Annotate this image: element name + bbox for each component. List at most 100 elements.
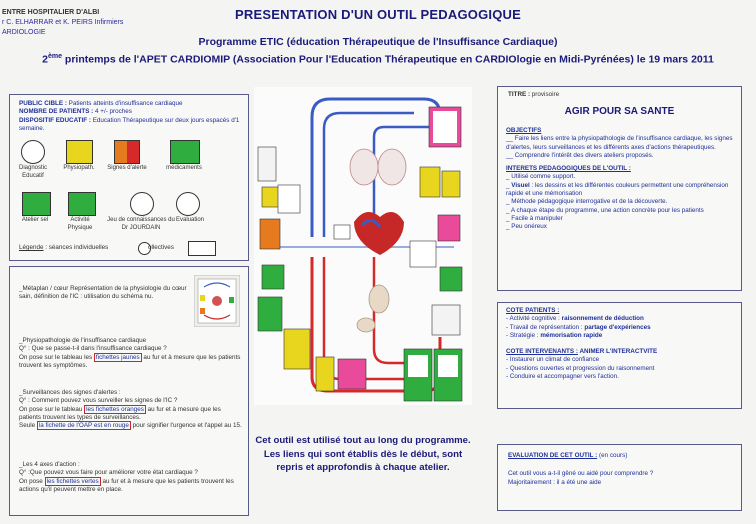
- cote-patients-label: COTE PATIENTS :: [506, 307, 560, 314]
- label-evaluation: Evaluation: [175, 217, 205, 223]
- interet-2-bold: Visuel: [511, 181, 530, 189]
- fichette-oap-highlight: la fichette de l'OAP est en rouge: [36, 421, 131, 431]
- evaluation-answer: Majoritairement : il a été une aide: [508, 478, 602, 486]
- interet-6: _ Peu onéreux: [506, 223, 547, 231]
- label-medicaments: médicaments: [166, 165, 202, 171]
- label-activite: Activité Physique: [67, 217, 93, 231]
- cote-patients-2: partage d'expériences: [584, 323, 651, 331]
- titre-line: TITRE : provisoire: [508, 91, 559, 99]
- label-jeu: Jeu de connaissances du Dr JOURDAIN: [107, 217, 175, 231]
- legend: Légende : séances individuelles: [19, 244, 179, 252]
- cote-intervenants-2: - Questions ouvertes et progression du r…: [506, 364, 655, 372]
- alert-square-red: [127, 140, 140, 164]
- event-rest: printemps de l'APET CARDIOMIP (Associati…: [61, 53, 714, 66]
- label-signes: Signes d'alerte: [107, 165, 147, 171]
- org-line-2: r C. ELHARRAR et K. PEIRS Infirmiers: [2, 19, 124, 26]
- titre-label: TITRE :: [508, 91, 531, 98]
- legend-individual: : séances individuelles: [43, 244, 109, 251]
- photo-caption: Cet outil est utilisé tout au long du pr…: [255, 435, 471, 473]
- interets-label: INTERETS PEDAGOGIQUES DE L'OUTIL :: [506, 165, 631, 173]
- method-p3-q: Q° : Comment pouvez vous surveiller les …: [19, 397, 178, 405]
- page-title: PRESENTATION D'UN OUTIL PEDAGOGIQUE: [235, 7, 521, 22]
- label-atelier: Atelier sel: [21, 217, 49, 223]
- method-p3-title: _Surveillances des signes d'alertes :: [19, 389, 121, 396]
- cote-text: COTE PATIENTS : - Activité cognitive : r…: [506, 307, 734, 381]
- event-number: 2: [42, 53, 48, 66]
- evaluation-box: EVALUATION DE CET OUTIL : (en cours) Cet…: [497, 444, 742, 511]
- public-box: PUBLIC CIBLE : Patients atteints d'insuf…: [9, 94, 249, 261]
- method-p1-text: _Métaplan / cœur Représentation de la ph…: [19, 285, 187, 301]
- cote-intervenants-1: - Instaurer un climat de confiance: [506, 356, 600, 364]
- method-p4-a1: On pose: [19, 477, 45, 485]
- dispositif-value: Education Thérapeutique sur deux jours e…: [19, 116, 240, 132]
- fichettes-oranges-highlight: les fichettes oranges: [84, 404, 146, 414]
- tool-thumbnail-icon: [194, 275, 240, 327]
- interet-5: _ Facile à manipuler: [506, 214, 563, 222]
- method-p2-a2: au fur et à mesure que les patients trou…: [19, 353, 241, 369]
- interet-1: _ Utilisé comme support.: [506, 173, 576, 181]
- event-title: 2ème printemps de l'APET CARDIOMIP (Asso…: [0, 53, 756, 66]
- physiopath-square: [66, 140, 93, 164]
- method-p3: _Surveillances des signes d'alertes : Q°…: [19, 389, 243, 431]
- diagnostic-circle: [21, 140, 45, 164]
- method-p3-a1: On pose sur le tableau: [19, 405, 85, 413]
- atelier-sel-square: [22, 192, 51, 216]
- method-p3-b1: Seule: [19, 422, 37, 430]
- cote-box: COTE PATIENTS : - Activité cognitive : r…: [497, 302, 742, 409]
- nombre-label: NOMBRE DE PATIENTS :: [19, 108, 94, 116]
- objectif-2: __ Comprendre l'intérêt des divers ateli…: [506, 151, 654, 159]
- nombre-value: 4 +/- proches: [93, 108, 132, 116]
- evaluation-suffix: (en cours): [597, 452, 628, 459]
- method-p4-title: _Les 4 axes d'action :: [19, 461, 80, 468]
- evaluation-text: EVALUATION DE CET OUTIL : (en cours) Cet…: [508, 452, 734, 487]
- teaching-board-photo: [254, 87, 472, 405]
- event-sup: ème: [47, 53, 62, 60]
- cote-patients-1: raisonnement de déduction: [561, 315, 644, 323]
- objectif-1: __ Faire les liens entre la physiopathol…: [506, 135, 733, 151]
- method-p2-title: _Physiopathologie de l'insuffisance card…: [19, 337, 147, 344]
- method-p3-b2: pour signifier l'urgence et l'appel au 1…: [130, 422, 242, 430]
- cible-label: PUBLIC CIBLE :: [19, 100, 67, 107]
- program-title: Programme ETIC (éducation Thérapeutique …: [198, 36, 558, 48]
- method-p4: _Les 4 axes d'action : Q° :Que pouvez vo…: [19, 461, 243, 494]
- activite-square: [68, 192, 96, 216]
- cote-intervenants-label: COTE INTERVENANTS :: [506, 348, 578, 356]
- legend-square: [188, 241, 216, 256]
- label-physiopath: Physiopath.: [63, 165, 95, 171]
- legend-label: Légende: [19, 244, 44, 251]
- cote-patients-3: mémorisation rapide: [540, 331, 603, 339]
- interet-3: _ Méthode pédagogique interrogative et d…: [506, 198, 668, 206]
- org-line-1: ENTRE HOSPITALIER D'ALBI: [2, 9, 100, 16]
- jeu-circle: [130, 192, 154, 216]
- alert-square: [114, 140, 127, 164]
- medicaments-square: [170, 140, 200, 164]
- cote-intervenants-3: - Conduire et accompagner vers l'action.: [506, 373, 619, 381]
- method-p4-a2: au fur et à mesure que les patients trou…: [19, 477, 234, 493]
- method-p4-q: Q° :Que pouvez vous faire pour améliorer…: [19, 469, 198, 477]
- objectives-box: TITRE : provisoire AGIR POUR SA SANTE OB…: [497, 86, 742, 291]
- cote-intervenants-value: ANIMER L'INTERACTVITE: [577, 348, 658, 356]
- evaluation-question: Cet outil vous a-t-il gêné ou aidé pour …: [508, 470, 654, 478]
- fichettes-vertes-highlight: les fichettes vertes: [44, 476, 101, 486]
- method-p2: _Physiopathologie de l'insuffisance card…: [19, 337, 243, 370]
- legend-collective: ollectives: [148, 244, 174, 251]
- method-box: _Métaplan / cœur Représentation de la ph…: [9, 266, 249, 516]
- label-diagnostic: Diagnostic Educatif: [18, 165, 47, 179]
- fichettes-jaunes-highlight: fichettes jaunes: [93, 352, 142, 362]
- method-p2-a1: On pose sur le tableau les: [19, 353, 94, 361]
- legend-circle: [138, 242, 151, 255]
- dispositif-label: DISPOSITIF EDUCATIF :: [19, 116, 91, 124]
- method-p3-a2: au fur et à mesure que les patients trou…: [19, 405, 221, 421]
- interet-4: _ A chaque étape du programme, une actio…: [506, 206, 704, 214]
- objectives-heading: AGIR POUR SA SANTE: [564, 106, 675, 117]
- titre-value: provisoire: [530, 91, 560, 98]
- interet-2: : les dessins et les différentes couleur…: [506, 181, 729, 198]
- org-line-3: ARDIOLOGIE: [2, 29, 46, 36]
- organization-header: ENTRE HOSPITALIER D'ALBI r C. ELHARRAR e…: [2, 8, 123, 38]
- method-p1: _Métaplan / cœur Représentation de la ph…: [19, 285, 189, 302]
- objectifs-label: OBJECTIFS: [506, 127, 542, 134]
- objectives-text: OBJECTIFS __ Faire les liens entre la ph…: [506, 127, 733, 231]
- method-p2-q: Q° : Que se passe-t-il dans l'insuffisan…: [19, 345, 167, 353]
- public-text: PUBLIC CIBLE : Patients atteints d'insuf…: [19, 100, 241, 133]
- evaluation-label: EVALUATION DE CET OUTIL :: [508, 452, 598, 459]
